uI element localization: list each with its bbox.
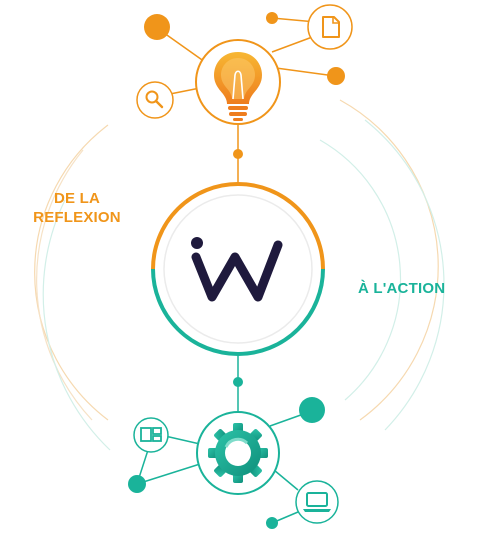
top-connector-dot (233, 149, 243, 159)
top-dot-small (266, 12, 278, 24)
bottom-connectors (136, 354, 313, 524)
bottom-dot-left (128, 475, 146, 493)
reflexion-label-line2: REFLEXION (33, 209, 121, 226)
bottom-dot-large (299, 397, 325, 423)
lightbulb-icon (195, 39, 281, 125)
reflexion-label: DE LA REFLEXION (22, 189, 132, 227)
laptop-icon (295, 480, 339, 524)
magnifier-icon (136, 81, 174, 119)
reflexion-label-line1: DE LA (54, 190, 100, 207)
document-icon (307, 4, 353, 50)
background-arcs (34, 99, 445, 451)
top-dot-medium (327, 67, 345, 85)
top-dot-large (144, 14, 170, 40)
bottom-connector-dot (233, 377, 243, 387)
gear-icon (196, 411, 280, 495)
central-ring (151, 182, 325, 356)
bottom-dot-small (266, 517, 278, 529)
layout-icon (133, 417, 169, 453)
w-logo (191, 237, 283, 302)
action-label: À L'ACTION (358, 280, 446, 297)
